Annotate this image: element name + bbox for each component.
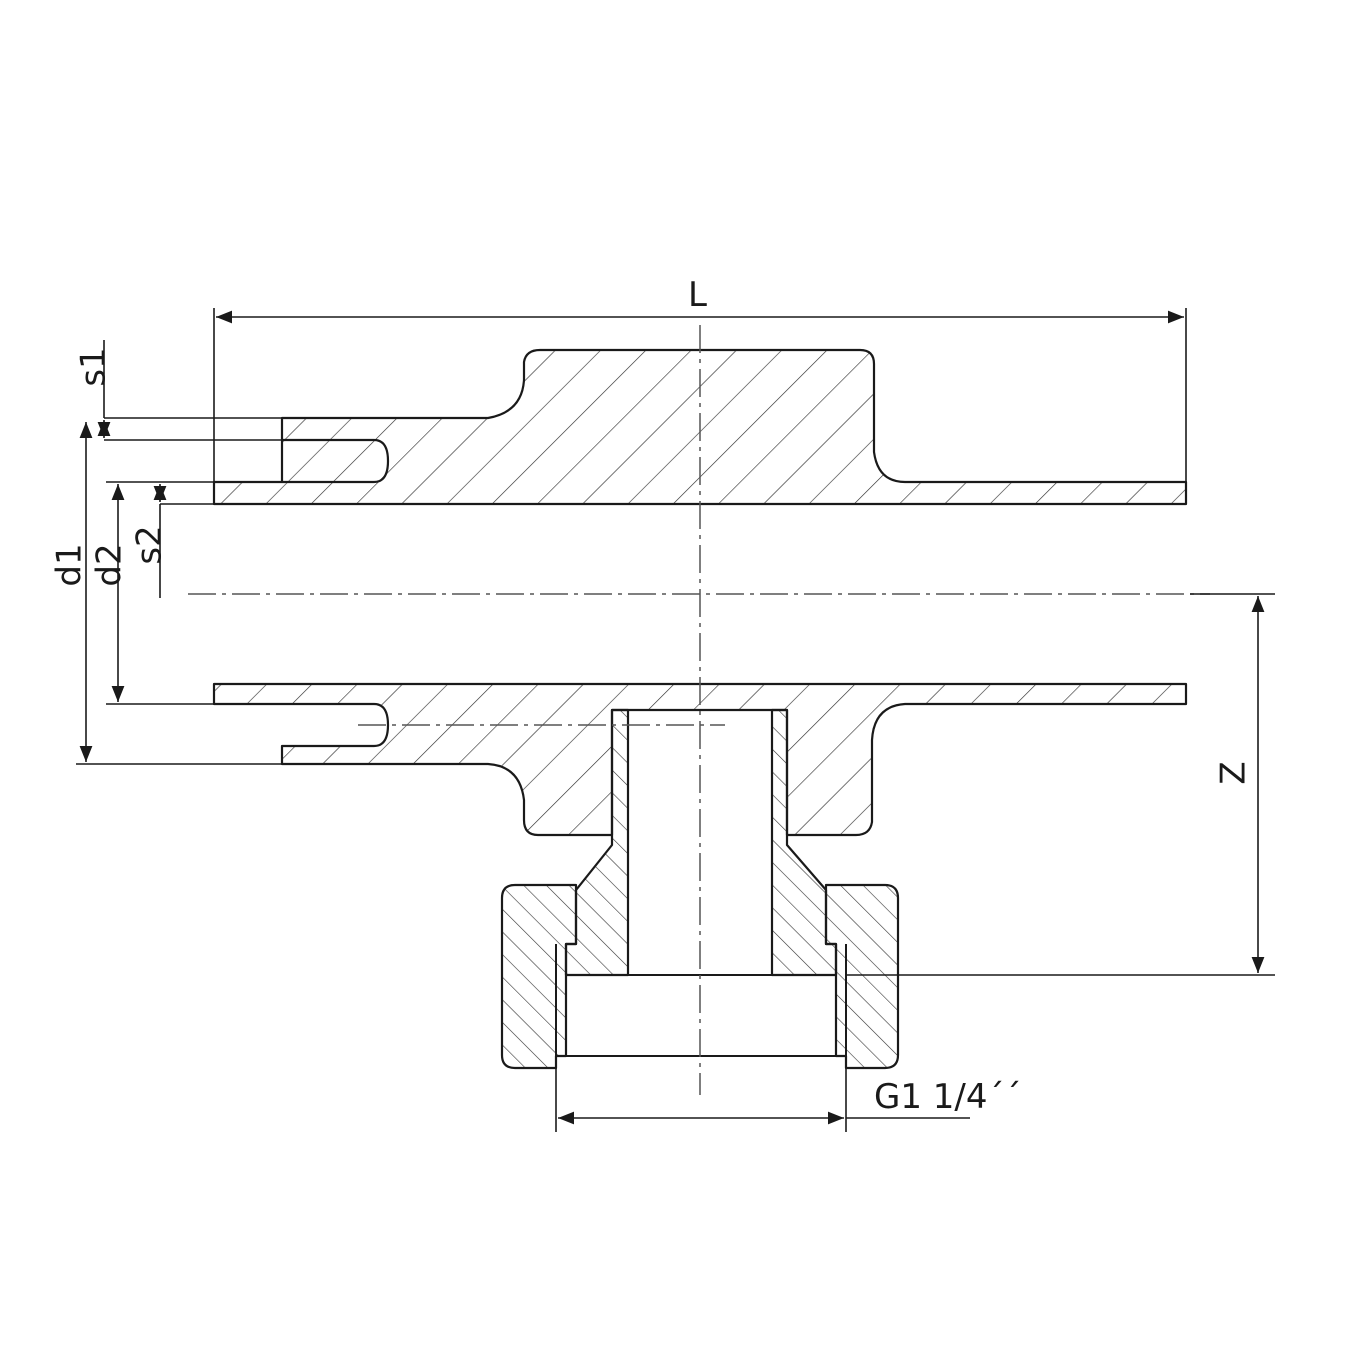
dimension-label-L: L: [688, 275, 707, 315]
dimension-label-Z: Z: [1213, 761, 1254, 785]
centerlines: [188, 325, 1210, 1095]
nut-left-section: [500, 883, 578, 1070]
dimension-lines: [76, 308, 1275, 1132]
dimension-label-s1: s1: [73, 347, 114, 387]
thread-label: G1 1/4´´: [874, 1077, 1022, 1117]
lower-body-section: [212, 682, 1188, 837]
dimension-label-s2: s2: [129, 525, 170, 565]
dimension-label-d2: d2: [89, 543, 130, 587]
dimension-label-d1: d1: [49, 543, 90, 587]
nut-right-section: [824, 883, 900, 1070]
